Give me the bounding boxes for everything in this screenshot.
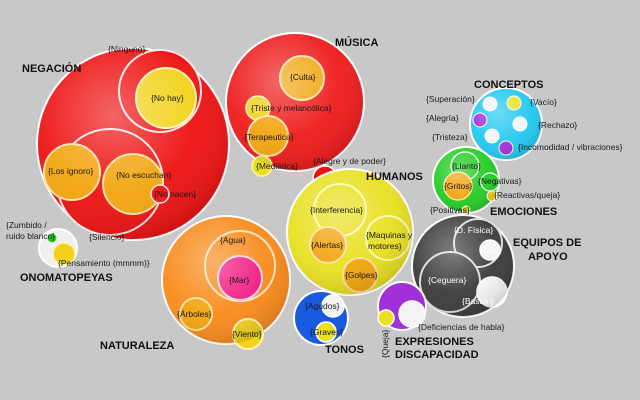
vacio-label: {Vacío} [530, 97, 557, 107]
conceptos-title: CONCEPTOS [474, 79, 543, 91]
emociones-shine [433, 147, 499, 213]
no-escuchan-label: {No escuchan} [116, 170, 171, 180]
zumbido-bubble [46, 232, 58, 244]
maquinas-label-2: motores} [368, 241, 402, 251]
superacion-label: {Superación} [426, 94, 475, 104]
llanto-label: {Llanto} [452, 161, 481, 171]
interferencia-label: {Interferencia} [310, 205, 363, 215]
zumbido-label-2: ruido blanco} [6, 231, 55, 241]
mediatica-label: {Mediática} [256, 161, 298, 171]
no-nacen-label: {No nacen} [154, 189, 196, 199]
equipos-title-2: APOYO [528, 251, 568, 263]
graves-label: {Graves} [310, 327, 343, 337]
humanos-shine [287, 169, 413, 295]
group-emociones [432, 146, 500, 215]
group-conceptos [469, 87, 543, 161]
agudos-bubble [321, 294, 345, 318]
equipos-shine [412, 215, 514, 317]
group-negacion [36, 47, 230, 241]
negacion-title: NEGACIÓN [22, 62, 81, 75]
golpes-label: {Golpes} [345, 270, 378, 280]
agua-label: {Agua} [220, 235, 246, 245]
pensamiento-label: {Pensamiento (mmmm)} [58, 258, 150, 268]
group-humanos [286, 168, 414, 296]
tonos-title: TONOS [325, 344, 364, 356]
mar-label: {Mar} [229, 275, 249, 285]
conceptos-shine [470, 88, 542, 160]
pensamiento-bubble [52, 242, 76, 266]
negativas-label: {Negativas} [478, 176, 522, 186]
d-fisica-label: {D. Física} [454, 225, 493, 235]
negacion-shine [37, 48, 229, 240]
arboles-label: {Árboles} [177, 309, 212, 319]
humanos-title: HUMANOS [366, 171, 423, 183]
rechazo-label: {Rechazo} [538, 120, 577, 130]
musica-title: MÚSICA [335, 36, 378, 49]
triste-label: {Triste y melancólica} [251, 103, 332, 113]
viento-label: {Viento} [232, 329, 262, 339]
onomatopeyas-title: ONOMATOPEYAS [20, 272, 113, 284]
gritos-label: {Gritos} [444, 181, 473, 191]
musica-shine [226, 33, 364, 171]
alegre-label: {Alegre y de poder} [313, 156, 386, 166]
culta-label: {Culta} [290, 72, 316, 82]
equipos-title-1: EQUIPOS DE [513, 237, 581, 249]
tristeza-label: {Tristeza} [432, 132, 468, 142]
alertas-label: {Alertas} [311, 240, 343, 250]
queja-label: {Queja} [380, 329, 390, 358]
reactivas-label: {Reactivas/queja} [494, 190, 560, 200]
expresiones-title-2: DISCAPACIDAD [395, 349, 479, 361]
group-tonos [293, 290, 349, 346]
baston-label: {Bastón} [462, 296, 494, 306]
los-ignoro-label: {Los ignoro} [48, 166, 94, 176]
deficiencias-label: {Deficiencias de habla} [418, 322, 505, 332]
no-hay-label: {No hay} [151, 93, 184, 103]
ninguno-label: {Ninguno} [108, 44, 146, 54]
expresiones-title-1: EXPRESIONES [395, 336, 474, 348]
agudos-label: {Agudos} [305, 301, 340, 311]
deficiencias-bubble [398, 300, 426, 328]
group-naturaleza [161, 215, 291, 350]
queja-bubble [377, 309, 395, 327]
group-expresiones [377, 281, 427, 331]
maquinas-label-1: {Maquinas y [366, 230, 413, 240]
positivas-label: {Positivas} [430, 205, 470, 215]
silla-label: {Silla} [480, 245, 502, 255]
alegria-label: {Alegría} [426, 113, 459, 123]
zumbido-label-1: {Zumbido / [6, 220, 47, 230]
ceguera-label: {Ceguera} [428, 275, 466, 285]
graves-bubble [315, 321, 337, 343]
group-musica [225, 32, 365, 177]
group-onomatopeyas [38, 228, 78, 268]
incomodidad-label: {Incomodidad / vibraciones} [518, 142, 623, 152]
silencio-label: {Silencio} [89, 232, 125, 242]
naturaleza-title: NATURALEZA [100, 340, 174, 352]
terapeutica-label: {Terapeutica} [244, 132, 294, 142]
group-equipos [411, 214, 515, 318]
naturaleza-shine [162, 216, 290, 344]
emociones-title: EMOCIONES [490, 206, 557, 218]
